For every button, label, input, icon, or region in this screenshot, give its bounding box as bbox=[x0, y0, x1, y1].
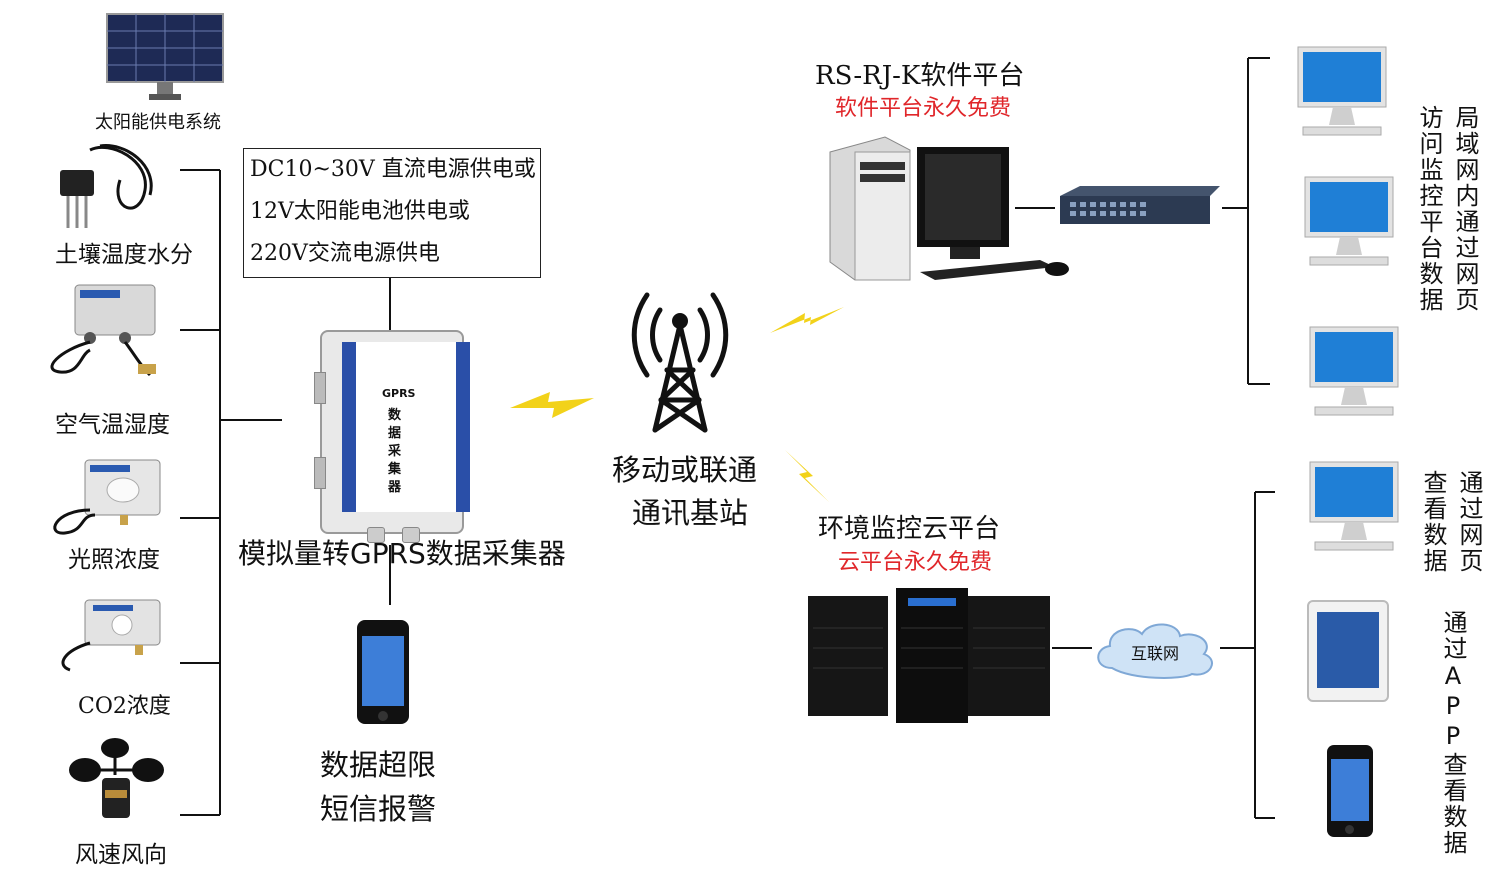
collector-label: 模拟量转GPRS数据采集器 bbox=[238, 537, 566, 570]
device-text-gprs: GPRS bbox=[382, 387, 416, 400]
device-text-1: 数 bbox=[388, 408, 402, 423]
monitor-icon bbox=[1293, 45, 1393, 140]
cloud-platform-title: 环境监控云平台 bbox=[818, 514, 1001, 544]
lan-access-col2: 访问监控平台数据 bbox=[1415, 105, 1443, 313]
base-station-line-2: 通讯基站 bbox=[632, 496, 749, 530]
web-access-col2: 查看数据 bbox=[1419, 470, 1447, 574]
internet-label: 互联网 bbox=[1131, 644, 1180, 663]
solar-label: 太阳能供电系统 bbox=[95, 112, 221, 133]
sms-phone-icon bbox=[357, 620, 409, 724]
tablet-icon bbox=[1307, 600, 1389, 702]
co2-sensor-icon bbox=[55, 595, 165, 675]
light-sensor-icon bbox=[45, 455, 165, 540]
device-text-3: 采 bbox=[388, 444, 402, 459]
software-platform-subtitle: 软件平台永久免费 bbox=[835, 96, 1012, 121]
alarm-line-1: 数据超限 bbox=[320, 748, 437, 782]
lan-access-col1: 局域网内通过网页 bbox=[1451, 105, 1479, 313]
tower-icon bbox=[625, 275, 735, 435]
lightning-icon bbox=[510, 392, 594, 418]
power-line-1: DC10~30V 直流电源供电或 bbox=[250, 157, 536, 182]
monitor-icon bbox=[1305, 325, 1405, 420]
power-line-2: 12V太阳能电池供电或 bbox=[250, 199, 470, 224]
app-access-col1: 通过APP查看数据 bbox=[1439, 610, 1467, 856]
anemometer-icon bbox=[60, 730, 170, 830]
smartphone-icon bbox=[1327, 745, 1373, 837]
gprs-collector-device: GPRS 数 据 采 集 器 bbox=[314, 330, 470, 543]
software-platform-title: RS-RJ-K软件平台 bbox=[815, 61, 1025, 91]
device-text-5: 器 bbox=[388, 480, 402, 495]
device-text-2: 据 bbox=[388, 426, 402, 441]
sensor-label-light: 光照浓度 bbox=[68, 547, 160, 573]
base-station-line-1: 移动或联通 bbox=[612, 453, 758, 487]
power-supply-box: DC10~30V 直流电源供电或 12V太阳能电池供电或 220V交流电源供电 bbox=[243, 148, 541, 278]
device-text-4: 集 bbox=[388, 462, 402, 477]
lightning-icon bbox=[785, 450, 829, 502]
monitor-icon bbox=[1300, 175, 1400, 270]
internet-cloud-icon bbox=[1092, 618, 1220, 680]
monitor-icon bbox=[1305, 460, 1405, 555]
soil-probe-icon bbox=[50, 140, 160, 230]
alarm-line-2: 短信报警 bbox=[320, 792, 437, 826]
network-switch-icon bbox=[1060, 186, 1220, 226]
sensor-label-air: 空气温湿度 bbox=[55, 412, 170, 438]
air-humidity-sensor-icon bbox=[40, 280, 160, 380]
solar-panel-icon bbox=[105, 12, 225, 102]
sensor-label-co2: CO2浓度 bbox=[78, 694, 171, 719]
desktop-pc-icon bbox=[825, 132, 1075, 282]
web-access-col1: 通过网页 bbox=[1455, 470, 1483, 574]
power-line-3: 220V交流电源供电 bbox=[250, 241, 440, 266]
lightning-icon bbox=[770, 307, 844, 333]
sensor-label-soil: 土壤温度水分 bbox=[55, 242, 193, 268]
servers-icon bbox=[808, 588, 1050, 723]
sensor-label-wind: 风速风向 bbox=[75, 842, 167, 868]
cloud-platform-subtitle: 云平台永久免费 bbox=[838, 550, 993, 575]
